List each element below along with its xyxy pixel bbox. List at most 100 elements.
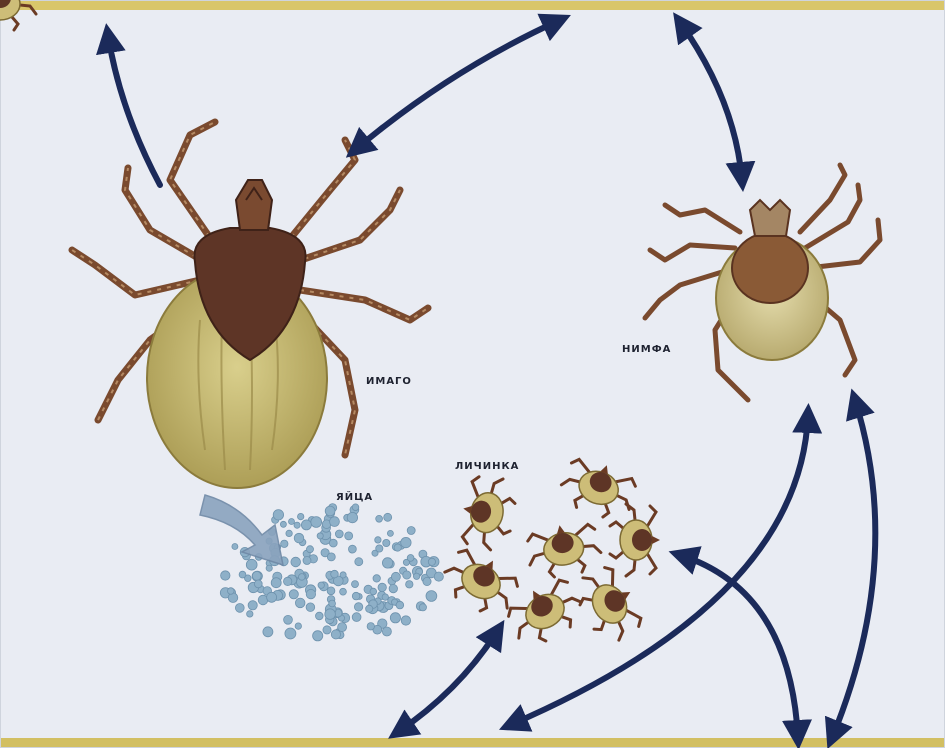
label-eggs: ЯЙЦА (336, 492, 373, 503)
egg (329, 539, 337, 547)
egg (384, 513, 392, 521)
egg (329, 600, 336, 607)
egg (254, 580, 262, 588)
egg (318, 582, 324, 588)
egg (413, 573, 419, 579)
egg (248, 601, 257, 610)
egg (403, 571, 411, 579)
egg (271, 578, 281, 588)
egg (286, 530, 292, 536)
egg (298, 513, 304, 519)
egg (280, 521, 286, 527)
egg (327, 553, 335, 561)
egg (349, 545, 357, 553)
egg (355, 558, 363, 566)
egg (331, 630, 340, 639)
egg (325, 609, 336, 620)
top-border (0, 0, 945, 10)
egg (273, 510, 283, 520)
egg (389, 584, 397, 592)
egg (382, 558, 392, 568)
bottom-border (0, 738, 945, 748)
egg (294, 522, 300, 528)
egg (281, 540, 288, 547)
egg (284, 577, 292, 585)
egg (401, 537, 411, 547)
egg (428, 558, 435, 565)
egg (376, 515, 383, 522)
egg (228, 588, 235, 595)
egg (331, 570, 339, 578)
egg (423, 577, 431, 585)
egg (221, 571, 230, 580)
egg (313, 631, 323, 641)
egg (406, 581, 413, 588)
egg (345, 532, 353, 540)
egg (306, 589, 315, 598)
egg (285, 628, 296, 639)
egg (382, 627, 391, 636)
egg (366, 605, 373, 612)
egg (289, 519, 295, 525)
egg (434, 572, 443, 581)
egg (370, 588, 377, 595)
egg (354, 603, 362, 611)
label-larva: ЛИЧИНКА (455, 461, 519, 472)
egg (303, 557, 311, 565)
egg (419, 604, 426, 611)
egg (367, 623, 374, 630)
egg (327, 587, 335, 595)
egg (267, 592, 277, 602)
egg (352, 504, 359, 511)
egg (299, 574, 306, 581)
egg (373, 575, 380, 582)
egg (352, 592, 360, 600)
egg (396, 601, 404, 609)
egg (239, 571, 246, 578)
egg (246, 559, 257, 570)
egg (235, 604, 244, 613)
egg (247, 611, 253, 617)
label-nymph: НИМФА (622, 344, 671, 355)
egg (378, 583, 386, 591)
egg (347, 512, 357, 522)
egg (252, 572, 261, 581)
egg (311, 517, 322, 528)
egg (390, 613, 400, 623)
egg (294, 533, 304, 543)
egg (352, 581, 359, 588)
egg (307, 546, 314, 553)
egg (375, 537, 381, 543)
egg (383, 539, 390, 546)
egg (284, 615, 293, 624)
egg (340, 572, 346, 578)
egg (330, 517, 340, 527)
egg (266, 565, 272, 571)
egg (335, 530, 343, 538)
egg (291, 557, 301, 567)
egg (306, 603, 315, 612)
egg (407, 555, 414, 562)
egg (316, 612, 324, 620)
egg (426, 591, 437, 602)
egg (289, 590, 298, 599)
egg (263, 627, 273, 637)
egg (340, 588, 347, 595)
egg (407, 527, 415, 535)
egg (352, 613, 361, 622)
egg (232, 544, 238, 550)
egg (323, 626, 331, 634)
label-imago: ИМАГО (366, 376, 412, 387)
egg (394, 544, 401, 551)
egg (387, 530, 393, 536)
egg (338, 623, 347, 632)
egg (401, 616, 410, 625)
egg (295, 623, 301, 629)
egg (376, 545, 383, 552)
egg (325, 506, 335, 516)
egg (391, 572, 400, 581)
egg (295, 598, 305, 608)
egg (301, 520, 311, 530)
egg (317, 533, 323, 539)
